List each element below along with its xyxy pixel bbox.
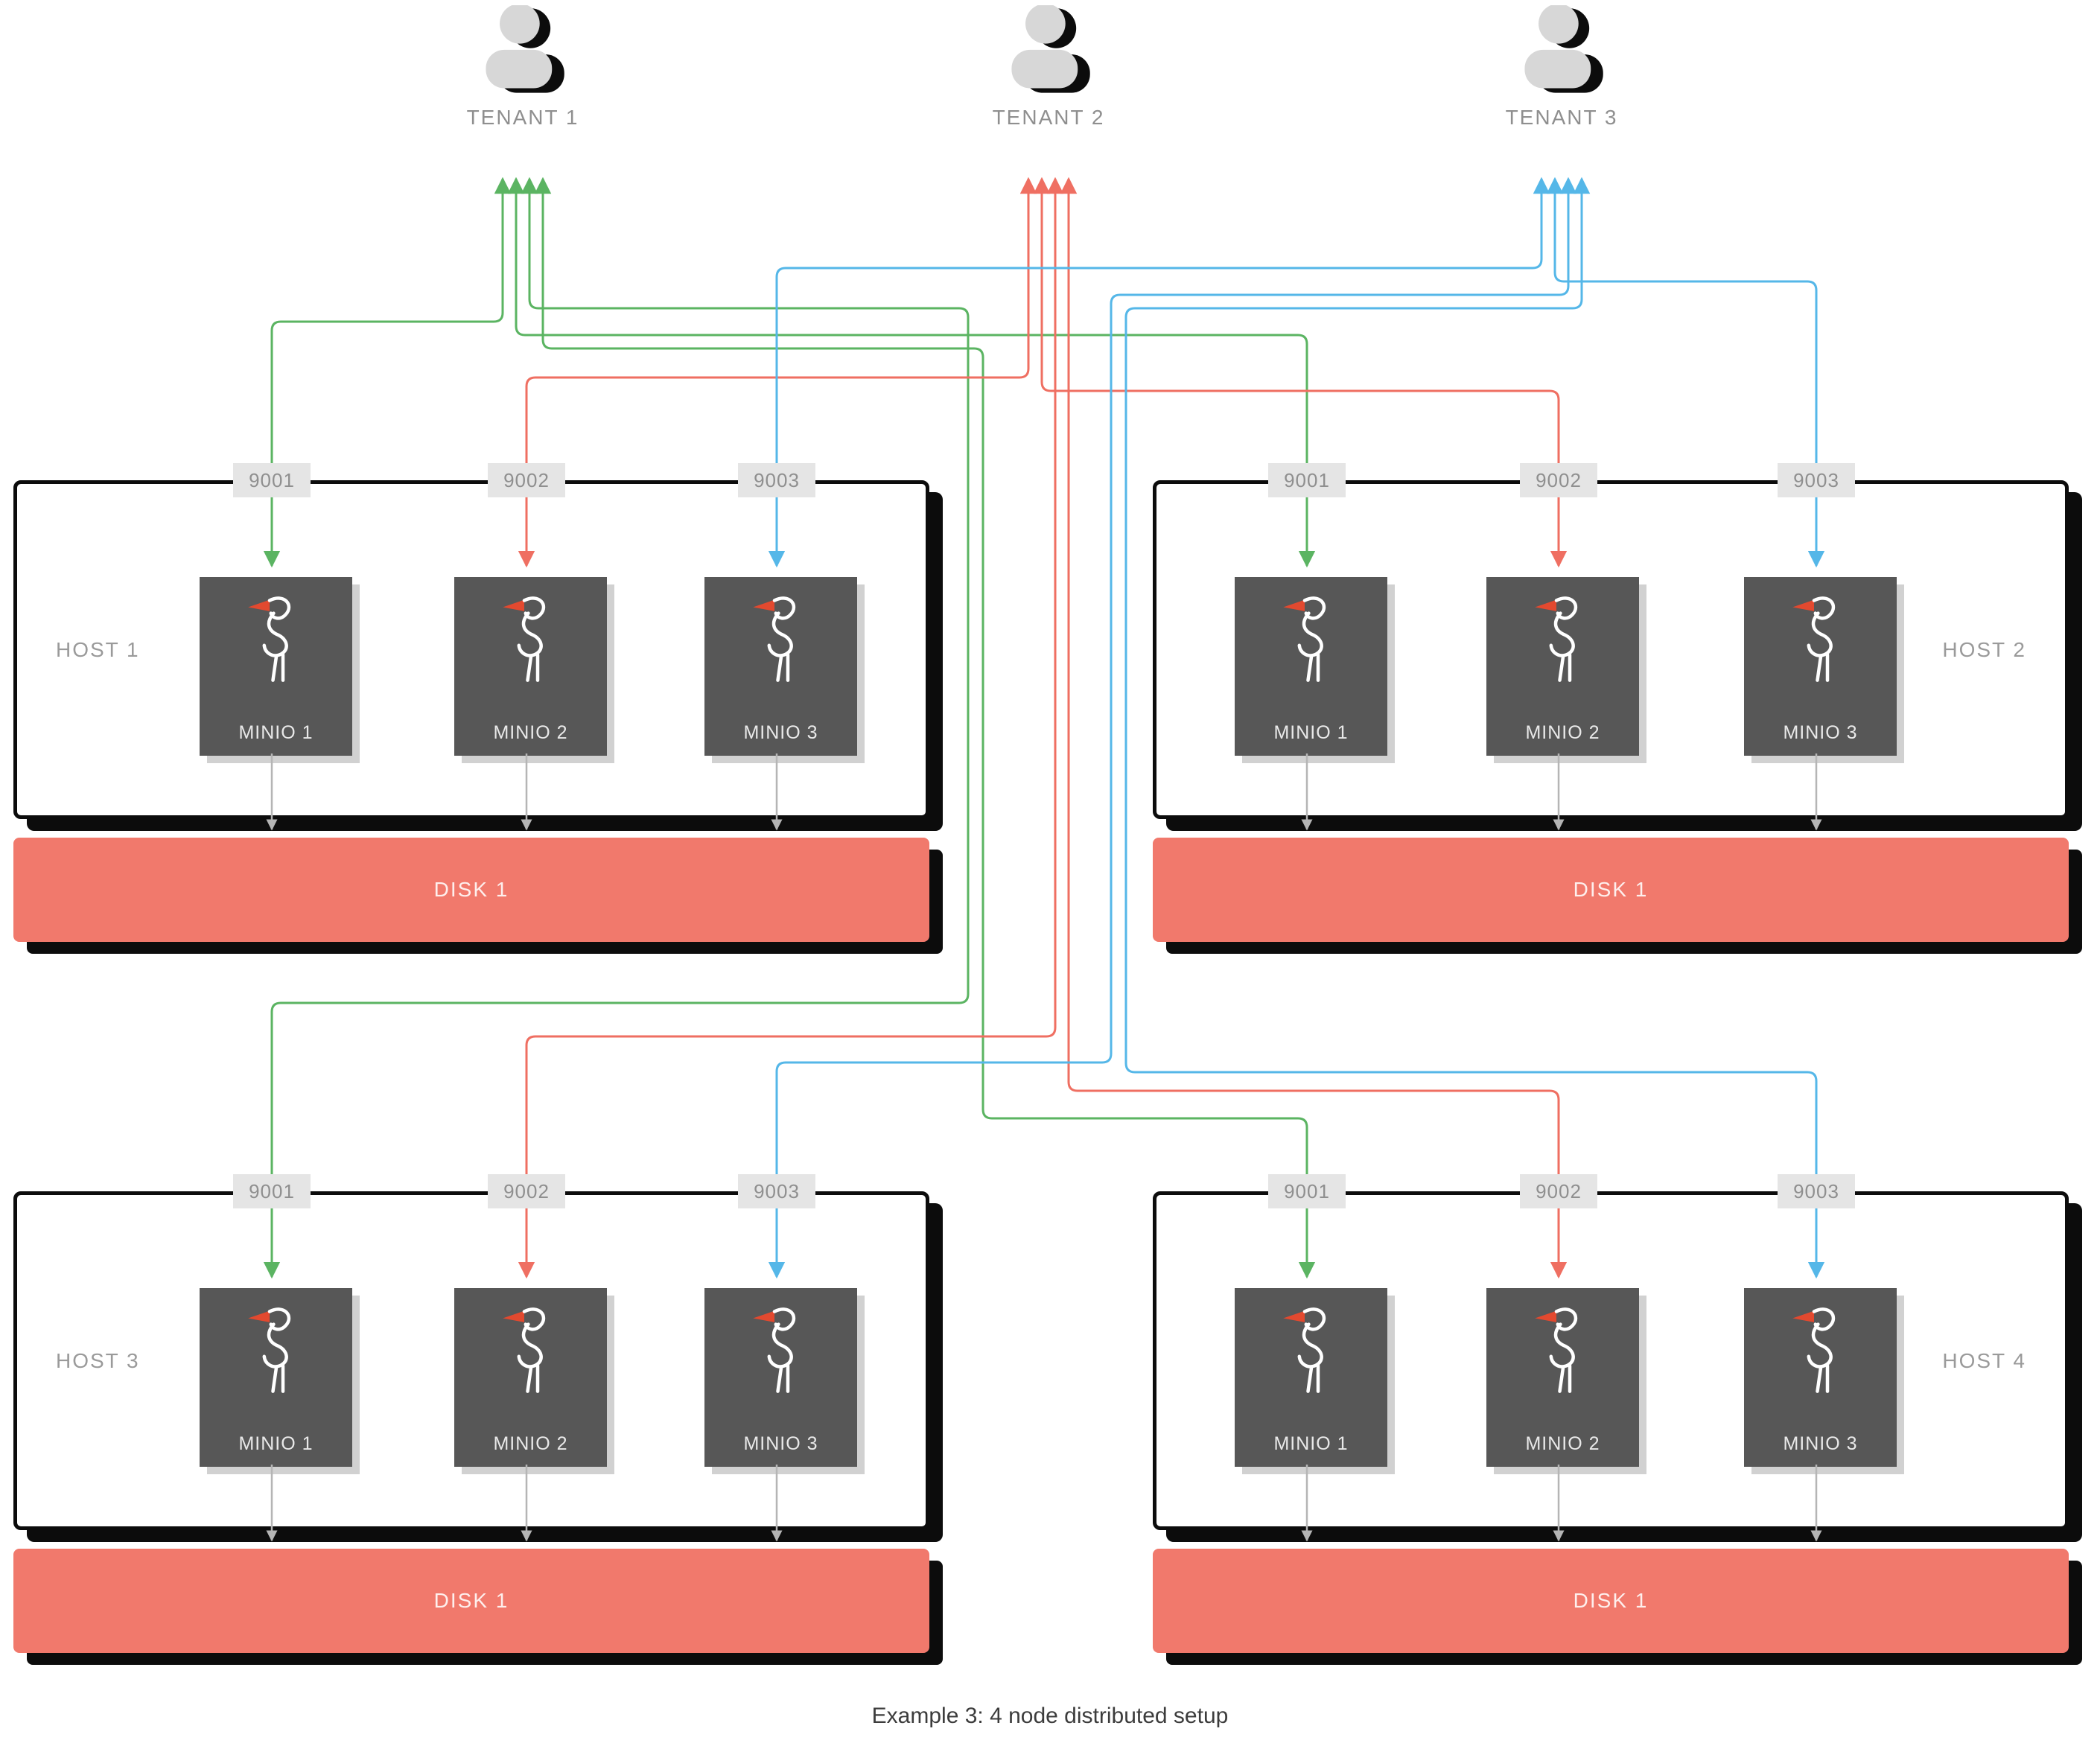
host-2-minio-2: MINIO 2: [1486, 577, 1639, 756]
minio-stork-icon: [1278, 1301, 1345, 1395]
minio-label: MINIO 3: [743, 722, 818, 743]
minio-stork-icon: [497, 1301, 564, 1395]
host-1-port-9002: 9002: [488, 463, 565, 497]
host-1-minio-3: MINIO 3: [704, 577, 857, 756]
host-4-minio-2: MINIO 2: [1486, 1288, 1639, 1467]
host-2: HOST 2 MINIO 1 MINIO 2 MINIO 3 9001 9002…: [1153, 463, 2069, 942]
minio-stork-icon: [243, 1301, 310, 1395]
tenant-2-label: TENANT 2: [992, 106, 1105, 129]
host-4-label: HOST 4: [1942, 1348, 2026, 1372]
minio-label: MINIO 1: [238, 1433, 314, 1454]
host-4-port-9002: 9002: [1520, 1174, 1597, 1208]
person-icon: [475, 4, 570, 101]
host-2-port-9002: 9002: [1520, 463, 1597, 497]
minio-stork-icon: [1278, 590, 1345, 684]
host-1: HOST 1 MINIO 1 MINIO 2 MINIO 3 9001 9002…: [13, 463, 929, 942]
host-3-minio-2: MINIO 2: [454, 1288, 607, 1467]
host-2-port-9003: 9003: [1778, 463, 1855, 497]
host-3: HOST 3 MINIO 1 MINIO 2 MINIO 3 9001 9002…: [13, 1174, 929, 1653]
host-3-disk: DISK 1: [13, 1549, 929, 1653]
host-1-label: HOST 1: [56, 637, 140, 661]
host-4-minio-3: MINIO 3: [1744, 1288, 1897, 1467]
minio-label: MINIO 2: [1525, 1433, 1600, 1454]
host-1-box: HOST 1 MINIO 1 MINIO 2 MINIO 3: [13, 480, 929, 819]
host-3-port-9002: 9002: [488, 1174, 565, 1208]
minio-label: MINIO 3: [743, 1433, 818, 1454]
host-2-box: HOST 2 MINIO 1 MINIO 2 MINIO 3: [1153, 480, 2069, 819]
minio-stork-icon: [748, 590, 815, 684]
host-3-minio-1: MINIO 1: [200, 1288, 352, 1467]
host-3-minio-3: MINIO 3: [704, 1288, 857, 1467]
host-2-disk: DISK 1: [1153, 838, 2069, 942]
host-4-box: HOST 4 MINIO 1 MINIO 2 MINIO 3: [1153, 1191, 2069, 1530]
minio-stork-icon: [748, 1301, 815, 1395]
minio-stork-icon: [1787, 590, 1854, 684]
host-3-port-9001: 9001: [233, 1174, 311, 1208]
person-icon: [1001, 4, 1096, 101]
host-1-port-9001: 9001: [233, 463, 311, 497]
tenant-3: TENANT 3: [1450, 4, 1673, 130]
host-4-disk: DISK 1: [1153, 1549, 2069, 1653]
minio-label: MINIO 1: [1273, 722, 1349, 743]
minio-stork-icon: [1530, 1301, 1597, 1395]
host-2-label: HOST 2: [1942, 637, 2026, 661]
minio-label: MINIO 3: [1783, 1433, 1858, 1454]
tenant-1-label: TENANT 1: [466, 106, 579, 129]
host-1-port-9003: 9003: [738, 463, 815, 497]
tenant-2: TENANT 2: [937, 4, 1160, 130]
host-1-disk: DISK 1: [13, 838, 929, 942]
minio-stork-icon: [243, 590, 310, 684]
host-3-label: HOST 3: [56, 1348, 140, 1372]
host-4-minio-1: MINIO 1: [1235, 1288, 1387, 1467]
host-2-minio-1: MINIO 1: [1235, 577, 1387, 756]
host-4-port-9001: 9001: [1268, 1174, 1346, 1208]
minio-label: MINIO 2: [493, 1433, 568, 1454]
minio-label: MINIO 2: [1525, 722, 1600, 743]
minio-stork-icon: [497, 590, 564, 684]
tenant-1: TENANT 1: [411, 4, 634, 130]
host-2-port-9001: 9001: [1268, 463, 1346, 497]
host-3-port-9003: 9003: [738, 1174, 815, 1208]
minio-stork-icon: [1787, 1301, 1854, 1395]
host-1-minio-1: MINIO 1: [200, 577, 352, 756]
minio-label: MINIO 1: [238, 722, 314, 743]
person-icon: [1514, 4, 1609, 101]
host-2-minio-3: MINIO 3: [1744, 577, 1897, 756]
minio-label: MINIO 1: [1273, 1433, 1349, 1454]
minio-label: MINIO 3: [1783, 722, 1858, 743]
minio-label: MINIO 2: [493, 722, 568, 743]
host-1-minio-2: MINIO 2: [454, 577, 607, 756]
tenant-3-label: TENANT 3: [1505, 106, 1618, 129]
host-3-box: HOST 3 MINIO 1 MINIO 2 MINIO 3: [13, 1191, 929, 1530]
host-4: HOST 4 MINIO 1 MINIO 2 MINIO 3 9001 9002…: [1153, 1174, 2069, 1653]
diagram-caption: Example 3: 4 node distributed setup: [871, 1704, 1229, 1728]
host-4-port-9003: 9003: [1778, 1174, 1855, 1208]
minio-stork-icon: [1530, 590, 1597, 684]
